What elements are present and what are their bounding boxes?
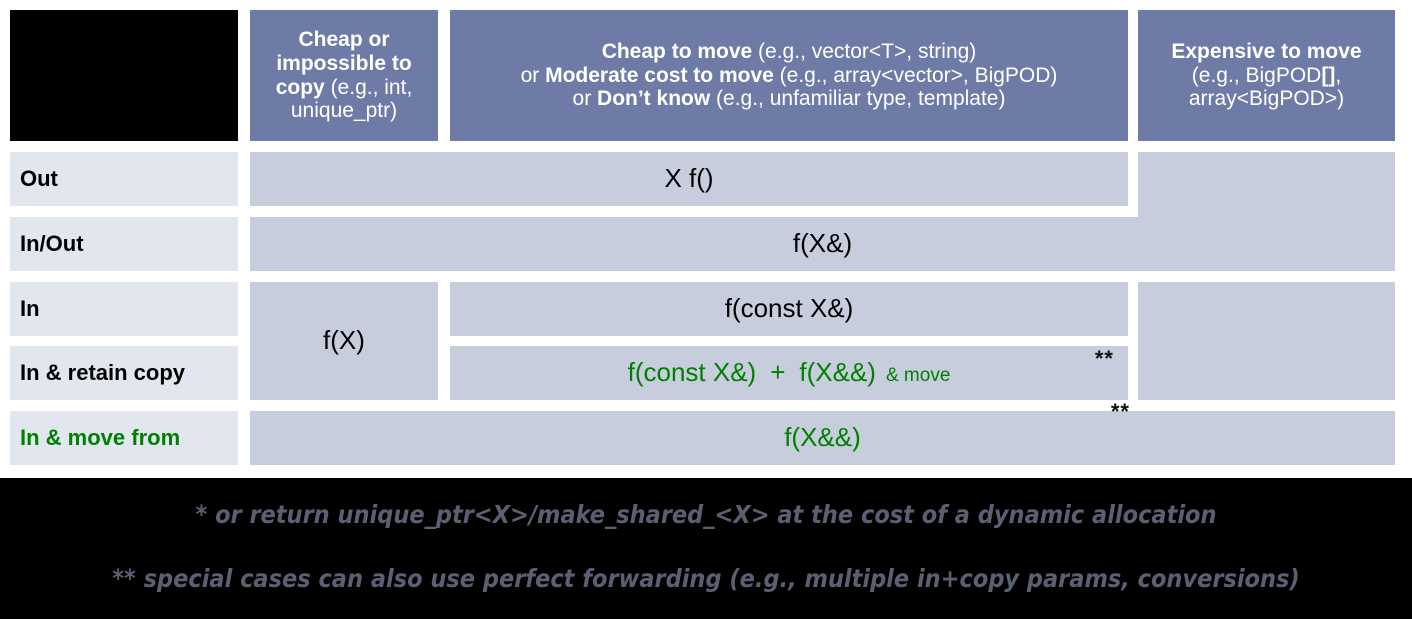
header-col-cheap-to-move: Cheap to move (e.g., vector<T>, string) … xyxy=(450,10,1128,141)
header-col-cheap-or-impossible-to-copy: Cheap or impossible to copy (e.g., int, … xyxy=(250,10,438,141)
retain-copy-footnote-mark: ** xyxy=(1094,346,1114,371)
row-label-out: Out xyxy=(10,152,238,206)
header-col2-line2-bold: Moderate cost to move xyxy=(545,63,774,87)
header-col2-line3-rest: (e.g., unfamiliar type, template) xyxy=(710,87,1006,111)
row-label-in-out: In/Out xyxy=(10,217,238,271)
header-col1-line2: impossible to xyxy=(276,51,412,75)
cell-in-retain-copy-expression: f(const X&) + f(X&&) & move xyxy=(628,358,951,387)
cell-in-main: f(const X&) xyxy=(450,282,1128,336)
cell-in-expensive xyxy=(1138,282,1395,400)
cell-inout-main: f(X&) xyxy=(250,217,1395,271)
retain-copy-const-ref: f(const X&) xyxy=(627,357,757,388)
footnotes-band: * or return unique_ptr<X>/make_shared_<X… xyxy=(0,478,1412,619)
header-col1-line4: unique_ptr) xyxy=(290,99,398,123)
row-label-in-retain-copy: In & retain copy xyxy=(10,346,238,400)
cell-in-move-from-main: f(X&&) ** xyxy=(250,401,1395,465)
header-col1-line3-rest: (e.g., int, xyxy=(324,75,413,99)
header-col3-line1: Expensive to move xyxy=(1171,40,1362,64)
header-col1-line1: Cheap or xyxy=(298,28,390,52)
header-col-expensive-to-move: Expensive to move (e.g., BigPOD[], array… xyxy=(1138,10,1395,141)
header-col3-line2-rest: (e.g., BigPOD xyxy=(1191,63,1322,87)
header-col2-line1-rest: (e.g., vector<T>, string) xyxy=(752,40,977,64)
header-col2-line2-pre: or xyxy=(520,63,546,87)
footnote-double-asterisk: ** special cases can also use perfect fo… xyxy=(112,564,1300,593)
header-col2-line3-pre: or xyxy=(572,87,598,111)
move-from-footnote-mark: ** xyxy=(1110,399,1130,424)
cell-out-expensive xyxy=(1138,152,1395,217)
row-label-in: In xyxy=(10,282,238,336)
header-col2-line2-rest: (e.g., array<vector>, BigPOD) xyxy=(773,63,1058,87)
header-col3-line3: array<BigPOD>) xyxy=(1188,87,1345,111)
retain-copy-and-move: & move xyxy=(885,365,951,387)
header-col2-line1-bold: Cheap to move xyxy=(601,40,753,64)
cell-in-retain-copy-main: f(const X&) + f(X&&) & move ** xyxy=(450,346,1128,400)
row-label-in-move-from: In & move from xyxy=(10,411,238,465)
cell-out-main: X f() xyxy=(250,152,1128,206)
footnote-single-asterisk: * or return unique_ptr<X>/make_shared_<X… xyxy=(195,500,1217,529)
retain-copy-rvalue-ref: f(X&&) xyxy=(799,357,876,388)
header-col2-line3-bold: Don’t know xyxy=(597,87,711,111)
cell-in-cheap-copy: f(X) xyxy=(250,282,438,400)
retain-copy-plus: + xyxy=(770,357,786,388)
move-from-expression: f(X&&) xyxy=(784,422,861,453)
parameter-passing-table: Cheap or impossible to copy (e.g., int, … xyxy=(0,0,1412,478)
header-col3-line2-tail: , xyxy=(1335,63,1342,87)
header-col3-line2-bold: [] xyxy=(1321,63,1336,87)
header-col1-line3-bold: copy xyxy=(275,75,325,99)
header-corner-blank xyxy=(10,10,238,141)
